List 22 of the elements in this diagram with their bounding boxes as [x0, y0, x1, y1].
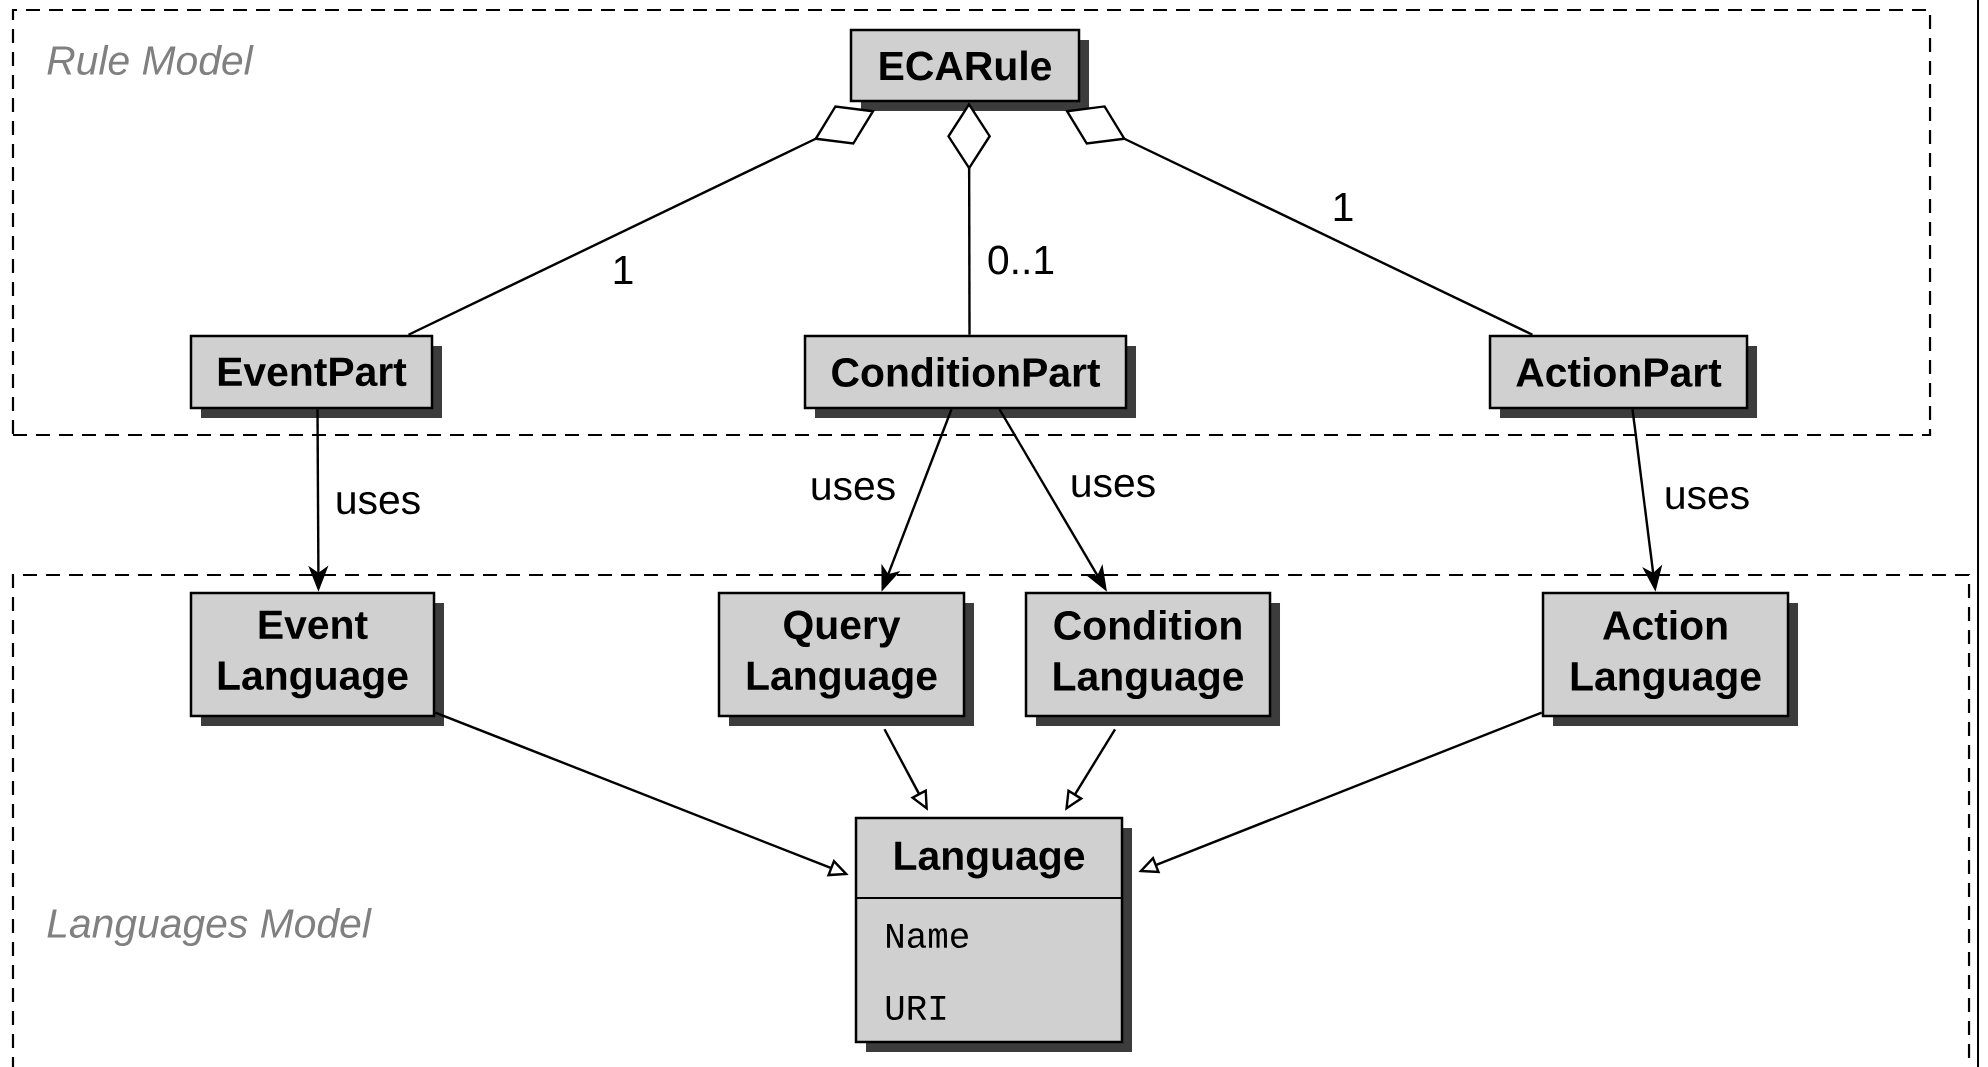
- class-box: Language Name URI: [854, 816, 1132, 1052]
- edge-label: uses: [806, 474, 900, 504]
- package-frame: [11, 8, 1932, 437]
- class-box: ActionPart: [1488, 334, 1757, 418]
- class-box: Event Language: [189, 591, 444, 726]
- class-box: Action Language: [1541, 591, 1798, 726]
- class-box: Query Language: [717, 591, 974, 726]
- aggregation-line: [1065, 105, 1534, 336]
- edge-label: uses: [1066, 471, 1160, 501]
- edge-label: uses: [331, 488, 425, 518]
- class-box: ConditionPart: [803, 334, 1136, 418]
- aggregation-line: [407, 105, 875, 336]
- class-box: Condition Language: [1024, 591, 1280, 726]
- package-label: Rule Model: [47, 45, 254, 75]
- class-box: EventPart: [189, 334, 442, 418]
- edge-label: 1: [1328, 189, 1358, 225]
- package-label: Languages Model: [47, 908, 372, 947]
- package-frame: [11, 573, 1971, 1067]
- edge-label: 0..1: [983, 242, 1059, 278]
- class-box: ECARule: [849, 28, 1089, 111]
- edge-label: 1: [608, 252, 638, 288]
- edge-label: uses: [1660, 483, 1754, 513]
